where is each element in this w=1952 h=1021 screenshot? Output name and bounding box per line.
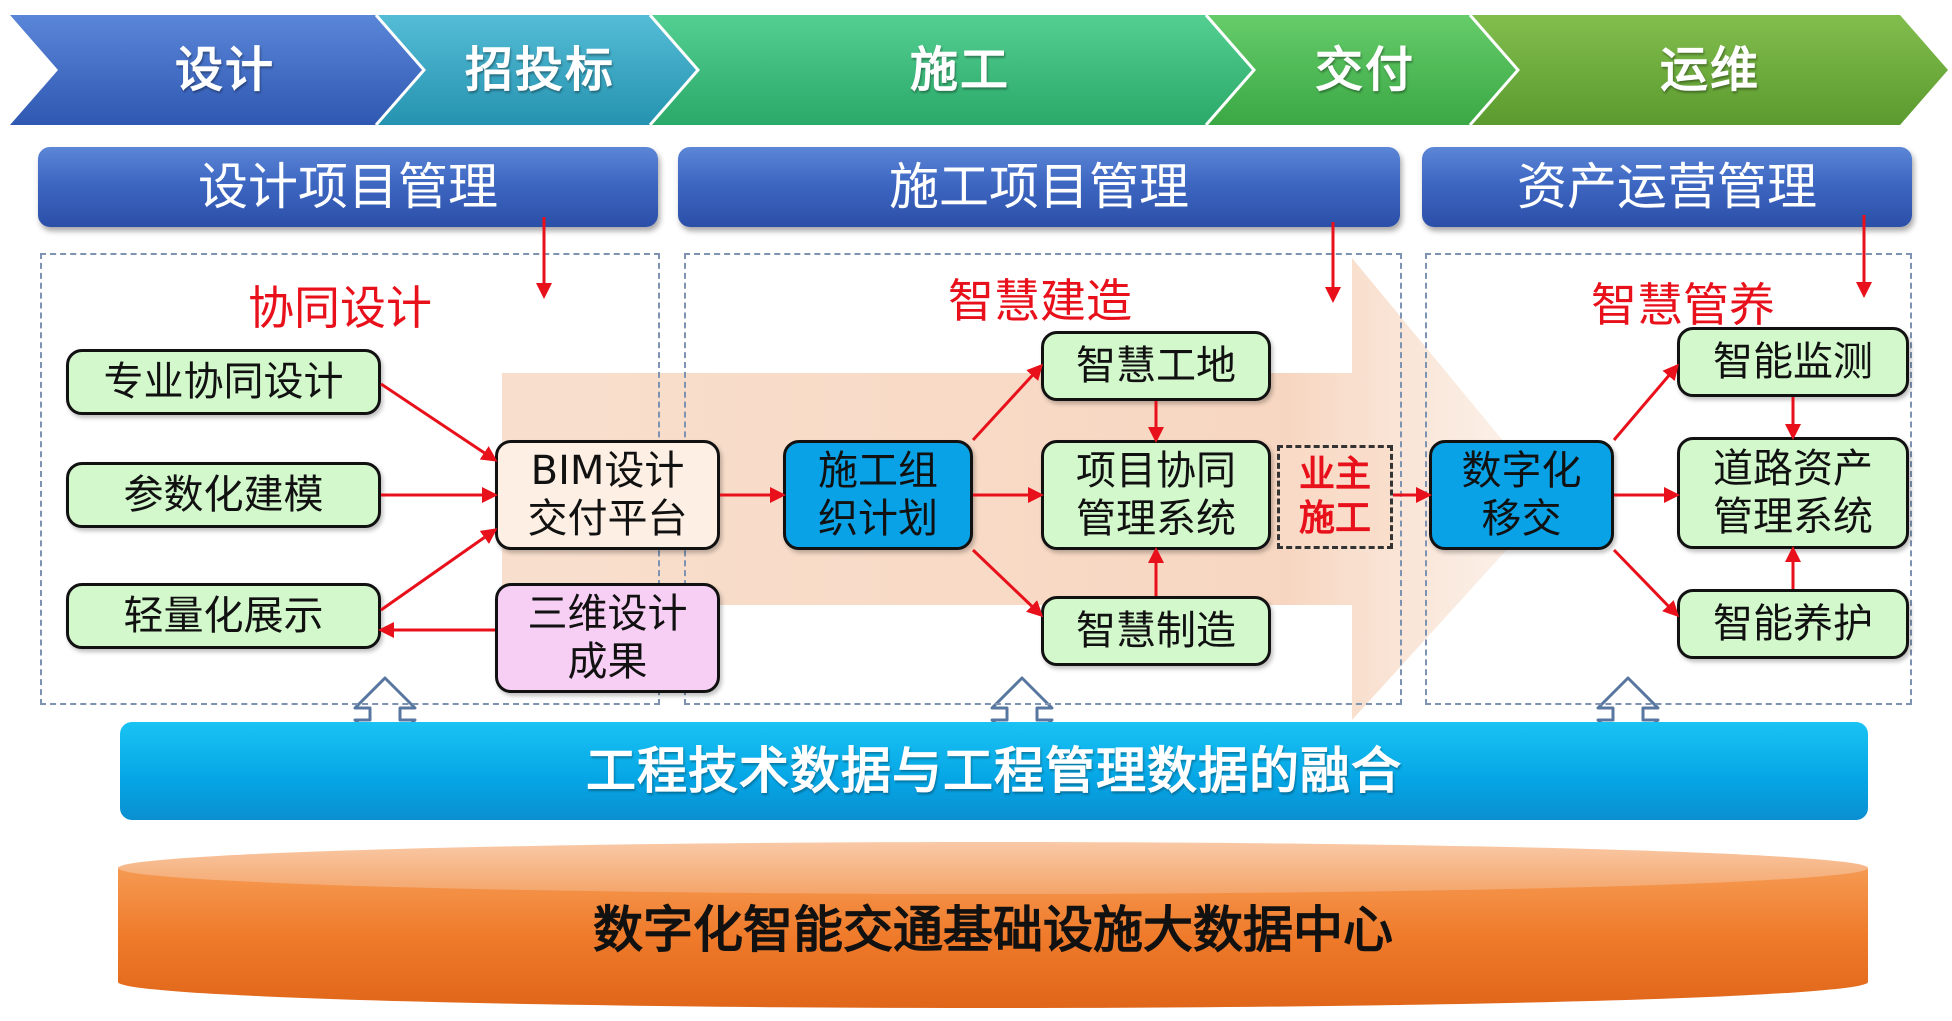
node-digital-handover: 数字化 移交 xyxy=(1429,440,1614,550)
arrow-handover-to-maintenance xyxy=(1612,548,1680,618)
phase-label-delivery: 交付 xyxy=(1314,42,1415,98)
phase-chevron-design xyxy=(10,15,424,125)
flow-big-arrow xyxy=(502,258,1552,720)
phase-chevrons xyxy=(10,14,1948,126)
phase-chevron-operation xyxy=(1470,15,1948,125)
node-smart-manufacturing: 智慧制造 xyxy=(1041,596,1271,666)
title-smart-construction: 智慧建造 xyxy=(948,274,1132,328)
header-asset-management: 资产运营管理 xyxy=(1422,147,1912,227)
arrow-plan-to-manufacturing xyxy=(971,548,1044,618)
title-collab-design: 协同设计 xyxy=(248,281,432,335)
node-smart-monitoring: 智能监测 xyxy=(1677,327,1909,397)
data-center-label: 数字化智能交通基础设施大数据中心 xyxy=(593,901,1393,959)
node-lightweight-display: 轻量化展示 xyxy=(66,583,381,649)
node-smart-maintenance: 智能养护 xyxy=(1677,589,1909,659)
phase-label-design: 设计 xyxy=(174,42,275,98)
node-bim-platform: BIM设计 交付平台 xyxy=(495,440,720,550)
node-owner-construction: 业主 施工 xyxy=(1277,445,1393,549)
title-smart-maintenance: 智慧管养 xyxy=(1591,278,1775,332)
node-smart-site: 智慧工地 xyxy=(1041,331,1271,401)
phase-chevron-bidding xyxy=(376,15,698,125)
phase-label-bidding: 招投标 xyxy=(464,42,615,98)
arrow-handover-to-monitoring xyxy=(1612,363,1679,441)
arrow-light-to-bim xyxy=(380,528,498,612)
phase-label-construction: 施工 xyxy=(909,42,1010,98)
node-parametric-modeling: 参数化建模 xyxy=(66,462,381,528)
arrow-plan-to-site xyxy=(971,363,1044,442)
node-road-asset-system: 道路资产 管理系统 xyxy=(1677,437,1909,549)
node-construction-plan: 施工组 织计划 xyxy=(783,440,973,550)
phase-chevron-delivery xyxy=(1206,15,1518,125)
node-design-results-3d: 三维设计 成果 xyxy=(495,583,720,693)
panel-smart-maintenance xyxy=(1425,253,1912,705)
phase-label-operation: 运维 xyxy=(1659,42,1760,98)
header-construction-management: 施工项目管理 xyxy=(678,147,1400,227)
arrow-collab-to-bim xyxy=(380,382,498,462)
fusion-bar: 工程技术数据与工程管理数据的融合 xyxy=(120,722,1868,820)
header-design-management: 设计项目管理 xyxy=(38,147,658,227)
node-professional-collab-design: 专业协同设计 xyxy=(66,349,381,415)
node-project-collab-system: 项目协同 管理系统 xyxy=(1041,440,1271,550)
data-center-cylinder xyxy=(118,842,1868,1008)
phase-chevron-construction xyxy=(650,15,1254,125)
